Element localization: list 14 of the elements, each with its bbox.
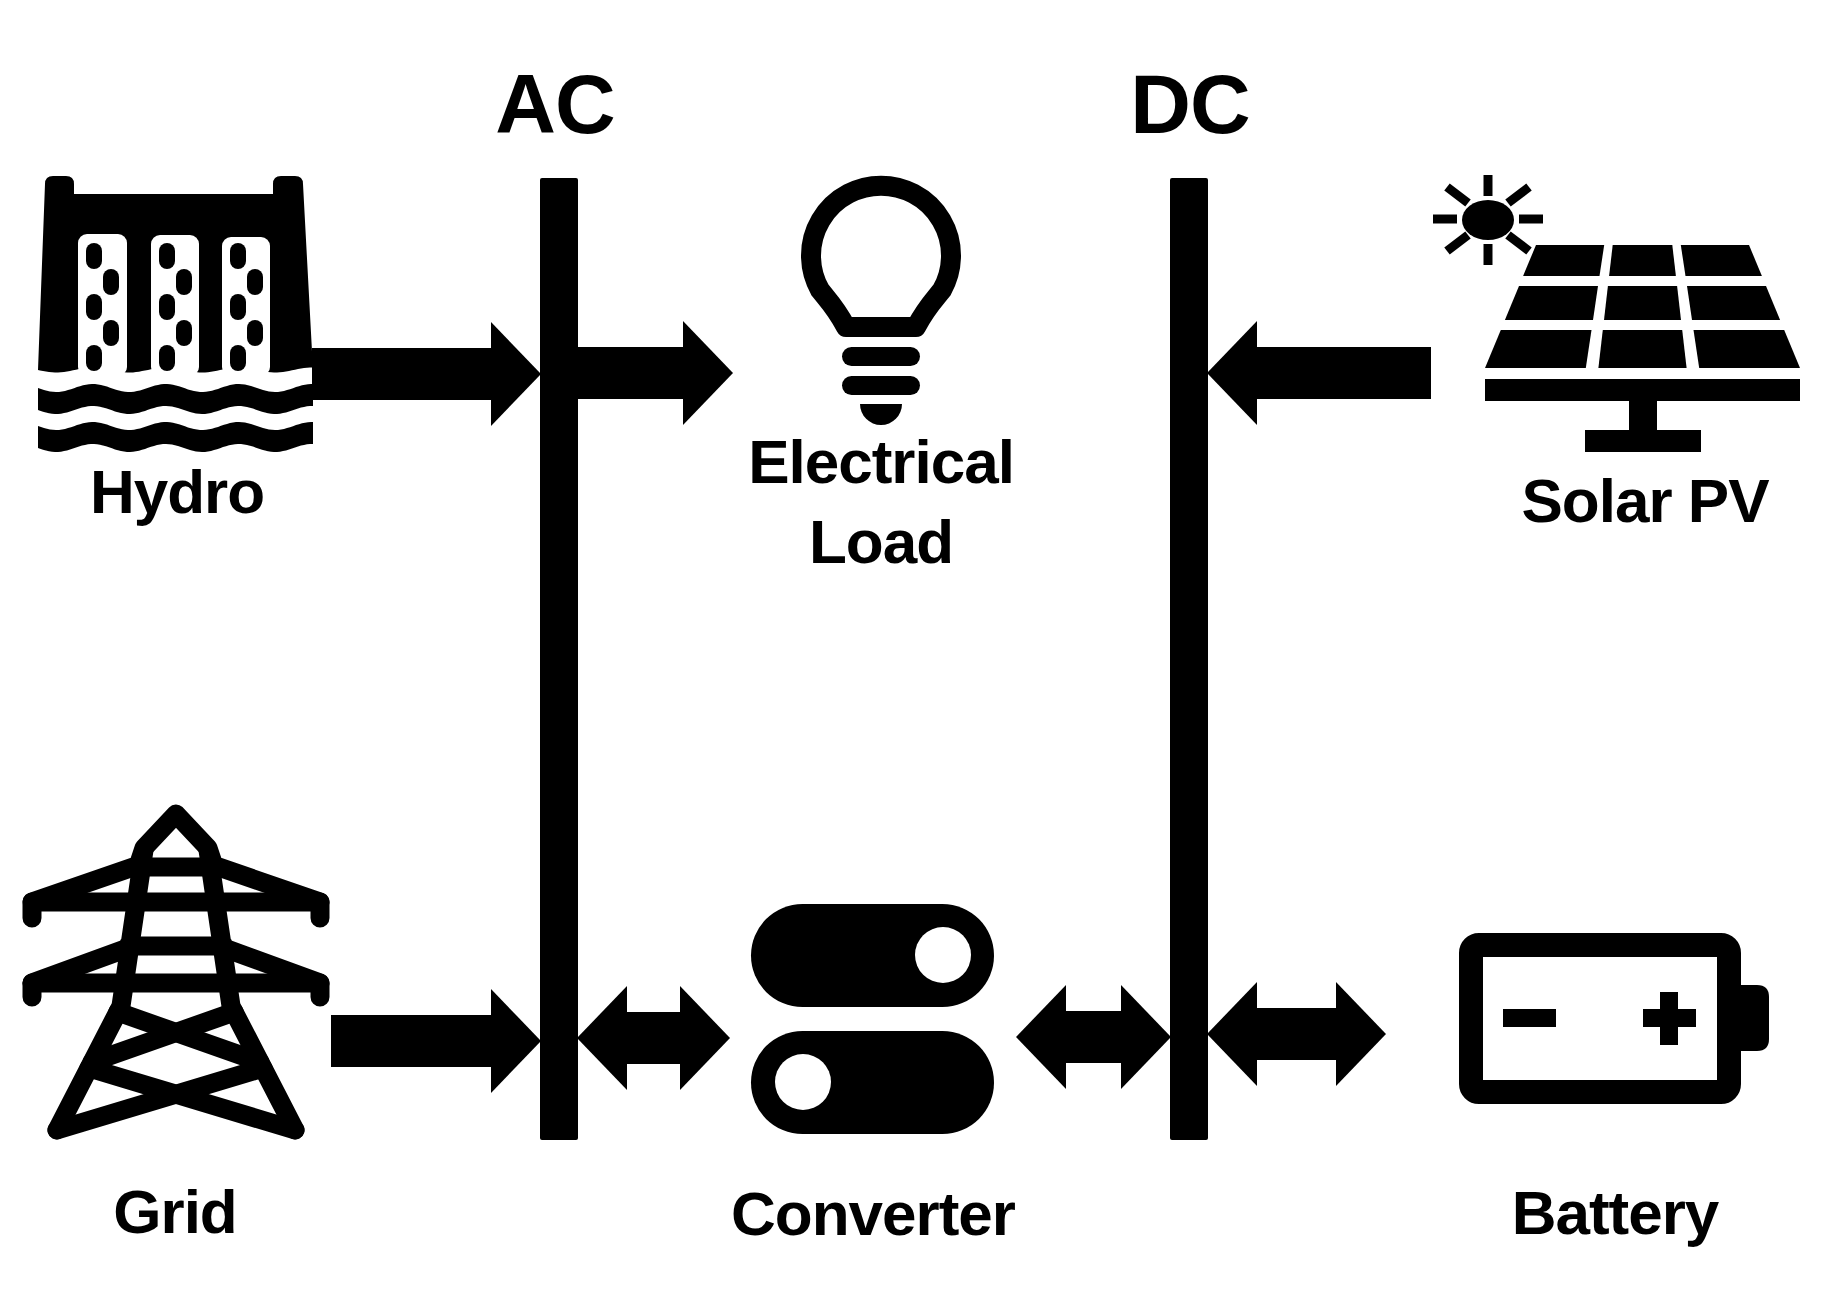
double-block-arrow: [1207, 982, 1386, 1086]
bus-label: DC: [1130, 58, 1250, 151]
node-label: Hydro: [89, 456, 265, 528]
double-block-arrow: [1016, 985, 1171, 1089]
node-label: Electrical Load: [747, 426, 1015, 578]
block-arrow: [577, 321, 733, 425]
double-block-arrow: [577, 986, 730, 1090]
node-label: Battery: [1511, 1177, 1719, 1249]
node-label: Solar PV: [1521, 465, 1769, 537]
block-arrow: [1207, 321, 1431, 425]
node-label: Converter: [731, 1178, 1015, 1250]
node-label: Grid: [113, 1176, 237, 1248]
bus-label: AC: [495, 58, 615, 151]
block-arrow: [331, 989, 541, 1093]
